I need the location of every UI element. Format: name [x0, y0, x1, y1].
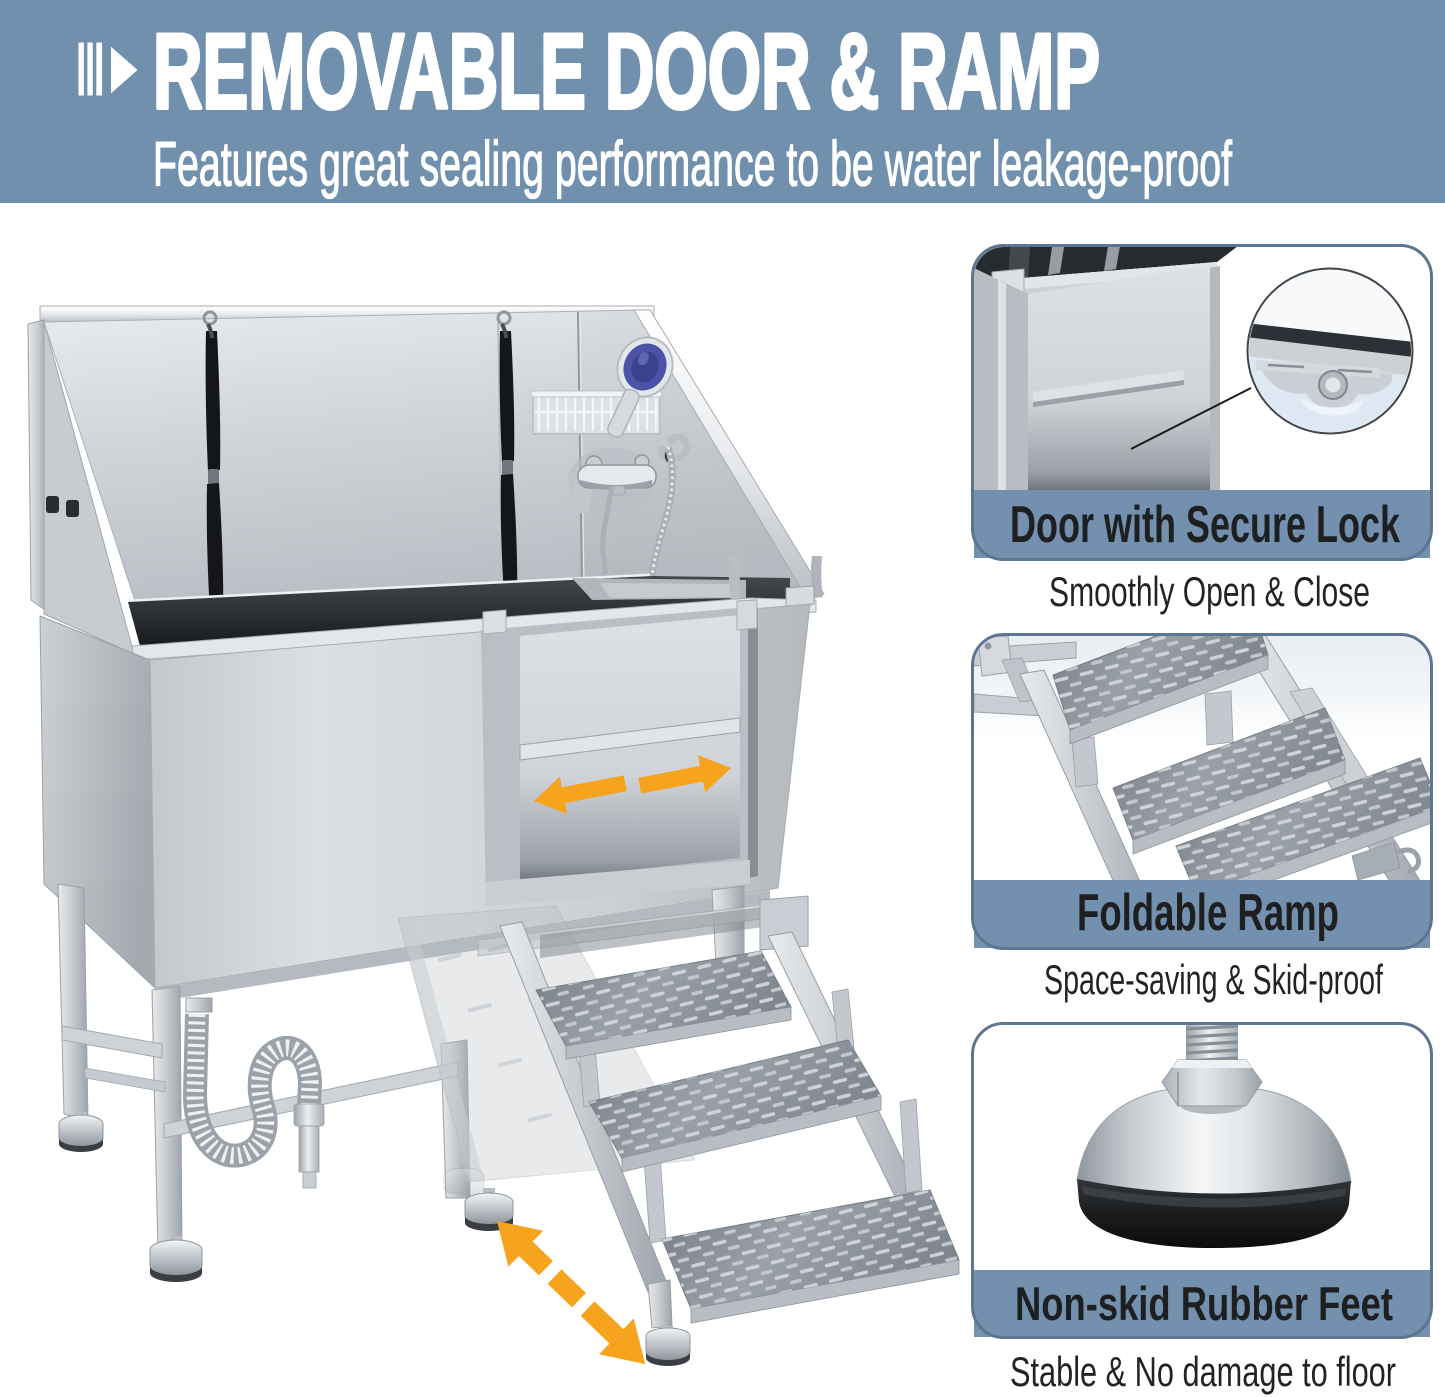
svg-text:Stable & No damage to floor: Stable & No damage to floor [1010, 1348, 1396, 1395]
svg-text:REMOVABLE DOOR & RAMP: REMOVABLE DOOR & RAMP [153, 11, 1100, 131]
svg-text:Features great sealing perform: Features great sealing performance to be… [153, 130, 1232, 200]
svg-text:Door with Secure Lock: Door with Secure Lock [1010, 496, 1400, 554]
svg-text:Non-skid Rubber Feet: Non-skid Rubber Feet [1015, 1277, 1393, 1330]
svg-text:Space-saving & Skid-proof: Space-saving & Skid-proof [1044, 956, 1383, 1003]
svg-text:Foldable Ramp: Foldable Ramp [1077, 884, 1339, 942]
svg-text:Smoothly Open & Close: Smoothly Open & Close [1049, 568, 1370, 615]
